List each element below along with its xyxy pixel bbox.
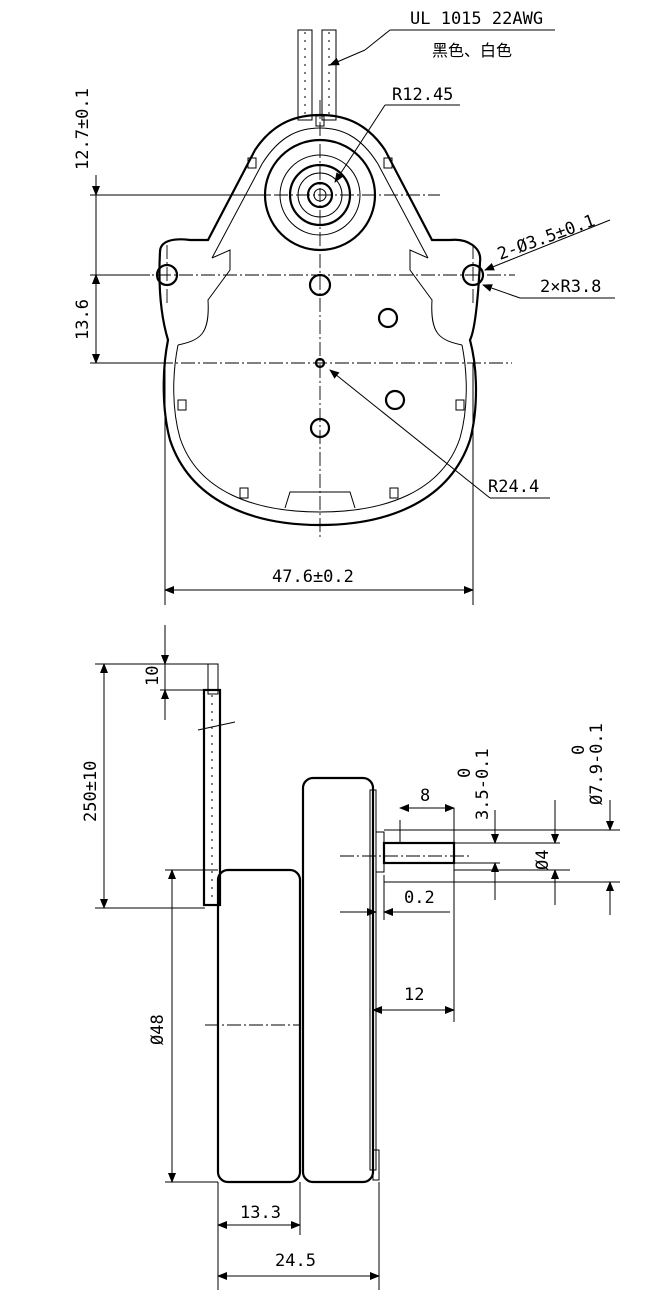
body-radius-label: R24.4 (488, 477, 539, 497)
side-view: 10 250±10 Ø48 8 3.5-0.1 0 Ø4 Ø7.9-0.1 0 … (81, 625, 620, 1290)
top-offset-label: 12.7±0.1 (73, 88, 93, 170)
boss-length-label: 12 (404, 985, 424, 1005)
hole-offset-label: 13.6 (73, 299, 93, 340)
gearbox-outline (158, 113, 482, 527)
shaft-tol-upper-label: 0 (569, 745, 589, 755)
mount-holes-label: 2-Ø3.5±0.1 (495, 211, 598, 265)
shaft-radius-label: R12.45 (392, 85, 453, 105)
motor-depth-label: 13.3 (240, 1203, 281, 1223)
shaft-tol-label: Ø7.9-0.1 (587, 723, 607, 805)
gearbox-body (301, 776, 375, 1184)
wire-colors-label: 黑色、白色 (432, 41, 512, 60)
flat-tol-upper-label: 0 (455, 768, 475, 778)
total-depth-label: 24.5 (275, 1251, 316, 1271)
shaft-length-label: 8 (420, 786, 430, 806)
flat-tol-label: 3.5-0.1 (473, 748, 493, 820)
ear-radius-label: 2×R3.8 (540, 277, 601, 297)
front-view: UL 1015 22AWG 黑色、白色 R12.45 2-Ø3.5±0.1 2×… (73, 9, 615, 605)
wire-strip-label: 10 (143, 666, 163, 686)
shaft-dia-label: Ø4 (533, 850, 553, 870)
gap-label: 0.2 (404, 888, 435, 908)
overall-width-label: 47.6±0.2 (272, 567, 354, 587)
wire-length-label: 250±10 (81, 761, 101, 822)
lead-wires (297, 29, 337, 121)
side-shaft (382, 841, 456, 865)
body-dia-label: Ø48 (148, 1014, 168, 1045)
wire-spec-label: UL 1015 22AWG (410, 9, 543, 29)
motor-body (216, 868, 302, 1184)
side-lead-wire (197, 663, 236, 907)
